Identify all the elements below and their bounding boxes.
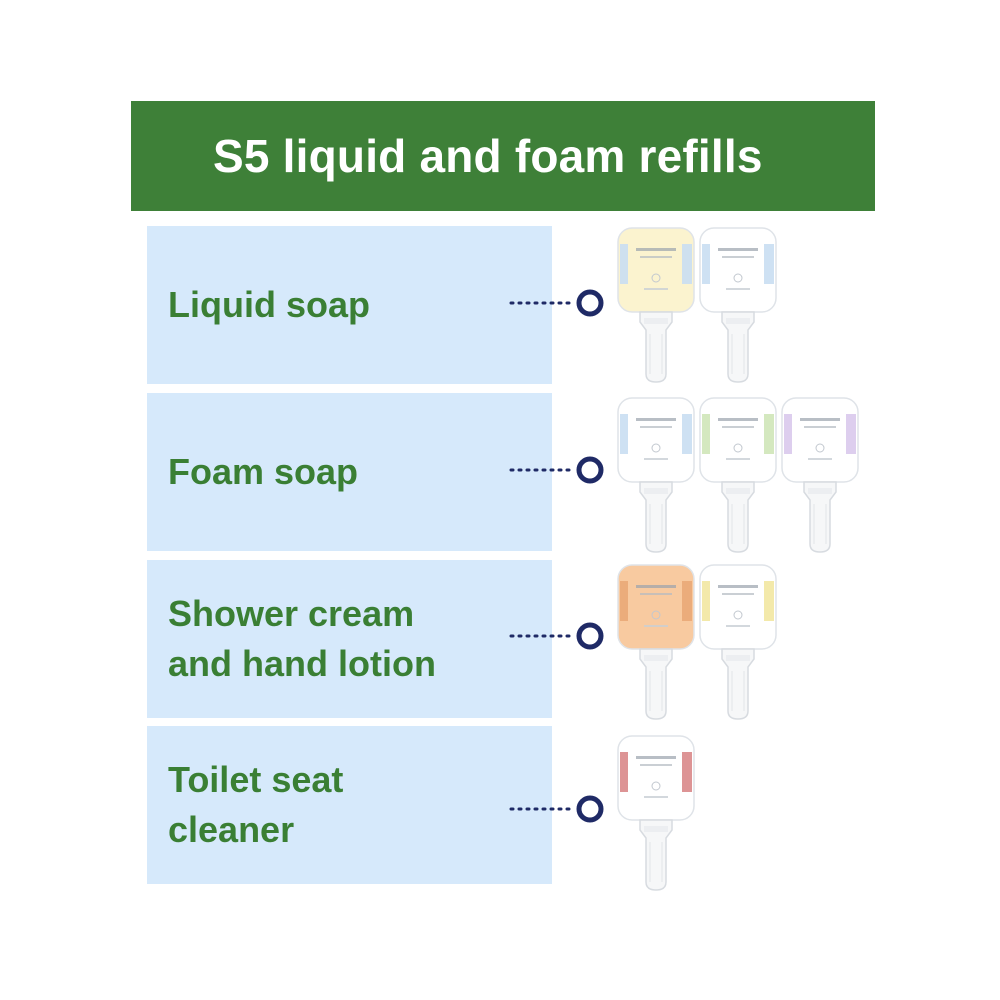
category-panel-liquid-soap: Liquid soap: [147, 226, 552, 384]
refill-bottle-image: [699, 227, 777, 383]
connector-ring-icon: [576, 289, 604, 317]
category-label-line: and hand lotion: [168, 643, 436, 684]
category-label-line: cleaner: [168, 809, 295, 850]
category-label-line: Toilet seat: [168, 759, 344, 800]
category-label: Toilet seat cleaner: [168, 726, 538, 884]
category-panel-shower-cream-hand-lotion: Shower cream and hand lotion: [147, 560, 552, 718]
refill-bottle-image: [617, 397, 695, 553]
category-label: Liquid soap: [168, 226, 538, 384]
category-label-line: Liquid soap: [168, 284, 370, 325]
connector-ring-icon: [576, 456, 604, 484]
refill-bottle-image: [617, 564, 695, 720]
connector-dotted-line: [509, 622, 604, 650]
category-panel-toilet-seat-cleaner: Toilet seat cleaner: [147, 726, 552, 884]
category-label: Foam soap: [168, 393, 538, 551]
refill-bottle-image: [699, 564, 777, 720]
connector-ring-icon: [576, 795, 604, 823]
category-label: Shower cream and hand lotion: [168, 560, 538, 718]
category-label-line: Shower cream: [168, 593, 415, 634]
refill-bottle-image: [617, 227, 695, 383]
refill-bottle-image: [781, 397, 859, 553]
connector-ring-icon: [576, 622, 604, 650]
page-title: S5 liquid and foam refills: [213, 130, 763, 182]
refill-bottle-image: [617, 735, 695, 891]
refill-bottle-image: [699, 397, 777, 553]
category-label-line: Foam soap: [168, 451, 359, 492]
connector-dotted-line: [509, 456, 604, 484]
connector-dotted-line: [509, 289, 604, 317]
header-banner: S5 liquid and foam refills: [131, 101, 875, 211]
connector-dotted-line: [509, 795, 604, 823]
category-panel-foam-soap: Foam soap: [147, 393, 552, 551]
